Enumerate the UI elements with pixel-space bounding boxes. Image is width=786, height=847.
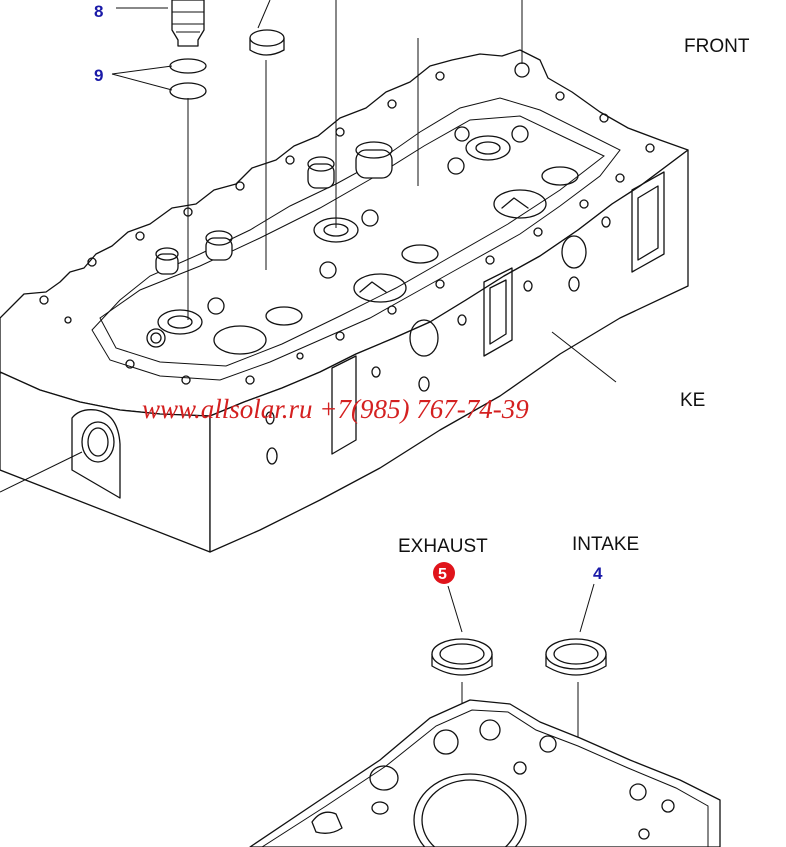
intake-valve-seat-4 [545, 638, 607, 676]
watermark-text: www.allsolar.ru +7(985) 767-74-39 [142, 394, 529, 424]
intake-side-ports [265, 171, 665, 465]
intake-label: INTAKE [572, 534, 639, 555]
head-gasket [249, 699, 721, 847]
assembly-lines [187, 0, 523, 320]
leader-lines [0, 7, 617, 633]
callout-4: 4 [593, 564, 603, 583]
callout-5: 5 [438, 566, 447, 583]
exhaust-label: EXHAUST [398, 536, 488, 557]
valve-ports [157, 135, 579, 355]
exhaust-valve-seat-5 [431, 638, 493, 676]
callout-8: 8 [94, 2, 103, 21]
callout-5-badge [433, 562, 455, 584]
o-rings-part-9 [169, 58, 207, 100]
intake-label-partial: KE [680, 390, 705, 411]
cylinder-head-block [0, 49, 689, 553]
front-label: FRONT [684, 36, 750, 57]
callout-9: 9 [94, 66, 103, 85]
front-lifting-boss [71, 409, 121, 499]
valve-stem-cap [249, 29, 285, 56]
valve-bosses [146, 125, 529, 348]
injector-part-8 [171, 0, 205, 47]
